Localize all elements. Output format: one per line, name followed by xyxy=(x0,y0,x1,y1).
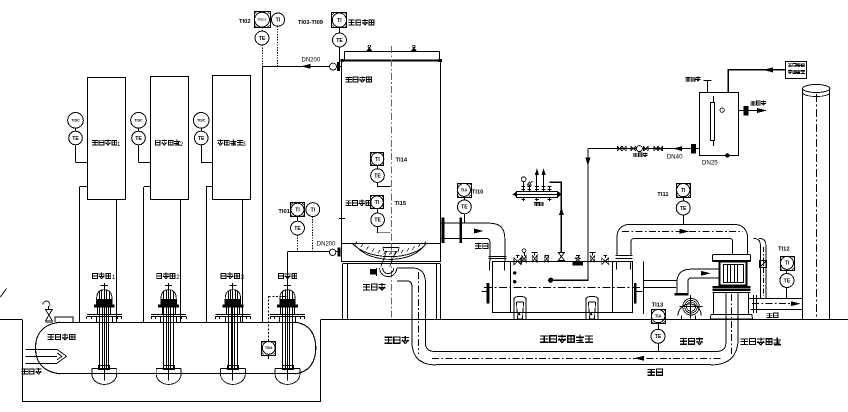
svg-text:TI03-TI09: TI03-TI09 xyxy=(298,20,324,26)
svg-text:TI: TI xyxy=(375,200,380,206)
svg-text:TI11: TI11 xyxy=(657,192,669,198)
svg-text:TIA: TIA xyxy=(655,314,662,319)
svg-text:1: 1 xyxy=(117,142,121,148)
svg-text:1: 1 xyxy=(112,275,116,281)
svg-text:TISC: TISC xyxy=(134,119,143,123)
svg-text:TI15: TI15 xyxy=(395,201,407,207)
svg-text:2: 2 xyxy=(176,275,180,281)
svg-text:TI12: TI12 xyxy=(778,247,790,253)
svg-text:TE: TE xyxy=(336,38,343,44)
svg-text:TE: TE xyxy=(135,136,142,142)
svg-text:TI02: TI02 xyxy=(239,19,251,25)
svg-text:i: i xyxy=(722,109,723,113)
svg-text:TE: TE xyxy=(374,218,381,224)
svg-text:2: 2 xyxy=(180,142,184,148)
svg-text:3: 3 xyxy=(241,275,245,281)
svg-text:TISCA: TISCA xyxy=(258,18,268,22)
svg-text:DN40: DN40 xyxy=(667,154,683,161)
svg-text:TE: TE xyxy=(374,173,381,179)
svg-text:TI10: TI10 xyxy=(472,189,484,195)
svg-text:TE: TE xyxy=(259,36,266,42)
svg-text:TE: TE xyxy=(784,278,791,284)
svg-text:TISA: TISA xyxy=(265,346,273,350)
svg-text:TIA: TIA xyxy=(461,187,468,192)
svg-text:TE: TE xyxy=(655,334,662,340)
svg-text:DN200: DN200 xyxy=(317,242,336,248)
svg-text:TE: TE xyxy=(461,205,468,211)
svg-text:3: 3 xyxy=(242,142,246,148)
svg-text:TE: TE xyxy=(294,226,301,232)
svg-text:TI13: TI13 xyxy=(652,302,664,308)
svg-text:TI: TI xyxy=(311,207,316,213)
svg-text:TI14: TI14 xyxy=(396,157,408,163)
svg-text:TI: TI xyxy=(785,261,790,267)
svg-text:TISC: TISC xyxy=(197,119,206,123)
svg-text:TE: TE xyxy=(72,136,79,142)
svg-text:TI: TI xyxy=(337,18,342,24)
svg-text:TE: TE xyxy=(680,206,687,212)
svg-text:TI: TI xyxy=(681,188,686,194)
svg-text:TE: TE xyxy=(198,136,205,142)
svg-text:DN25: DN25 xyxy=(702,159,718,166)
svg-text:TI: TI xyxy=(375,157,380,163)
svg-text:TI01: TI01 xyxy=(278,209,290,215)
svg-text:DN200: DN200 xyxy=(302,57,321,63)
svg-text:TISC: TISC xyxy=(71,119,80,123)
svg-text:TI: TI xyxy=(295,207,300,213)
svg-text:TI: TI xyxy=(276,17,281,23)
